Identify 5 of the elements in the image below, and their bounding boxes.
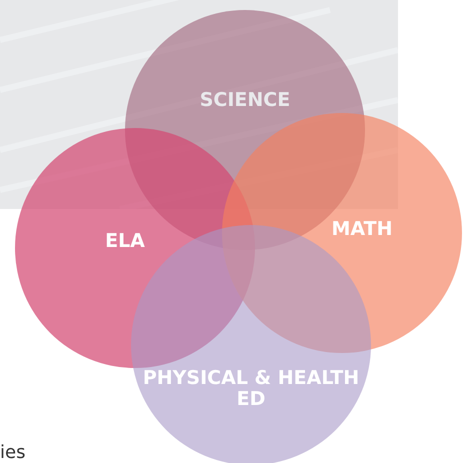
circle-label: MATH	[330, 219, 394, 240]
circle-label: SCIENCE	[198, 90, 292, 111]
circle-label: PHYSICAL & HEALTH ED	[142, 368, 360, 410]
text-fragment: ies	[0, 444, 26, 462]
circle-label: ELA	[104, 231, 146, 252]
